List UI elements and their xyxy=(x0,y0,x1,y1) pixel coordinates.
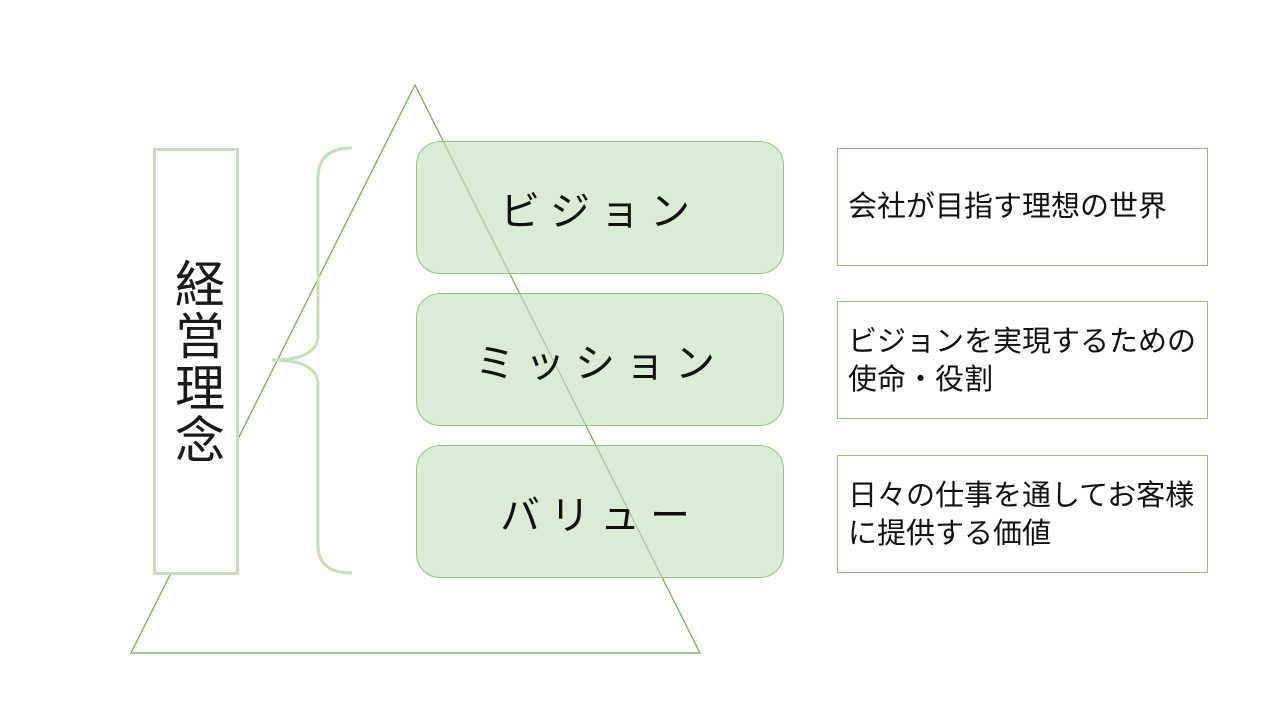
philosophy-box: 経営理念 xyxy=(153,148,239,575)
tier-mission-description-box: ビジョンを実現するための使命・役割 xyxy=(837,301,1208,419)
tier-vision-description-box: 会社が目指す理想の世界 xyxy=(837,148,1208,266)
tier-value-label: バリュー xyxy=(500,492,700,539)
tier-value-description: 日々の仕事を通してお客様に提供する価値 xyxy=(848,478,1195,550)
tier-value-description-box: 日々の仕事を通してお客様に提供する価値 xyxy=(837,455,1208,573)
tier-mission-label: ミッション xyxy=(475,340,725,387)
tier-mission-box: ミッション xyxy=(416,293,784,426)
tier-mission-description: ビジョンを実現するための使命・役割 xyxy=(848,324,1197,396)
tier-vision-box: ビジョン xyxy=(416,141,784,274)
philosophy-label: 経営理念 xyxy=(167,257,225,466)
tier-value-box: バリュー xyxy=(416,445,784,578)
curly-brace xyxy=(271,146,353,575)
tier-vision-label: ビジョン xyxy=(500,188,700,235)
tier-vision-description: 会社が目指す理想の世界 xyxy=(848,189,1168,223)
